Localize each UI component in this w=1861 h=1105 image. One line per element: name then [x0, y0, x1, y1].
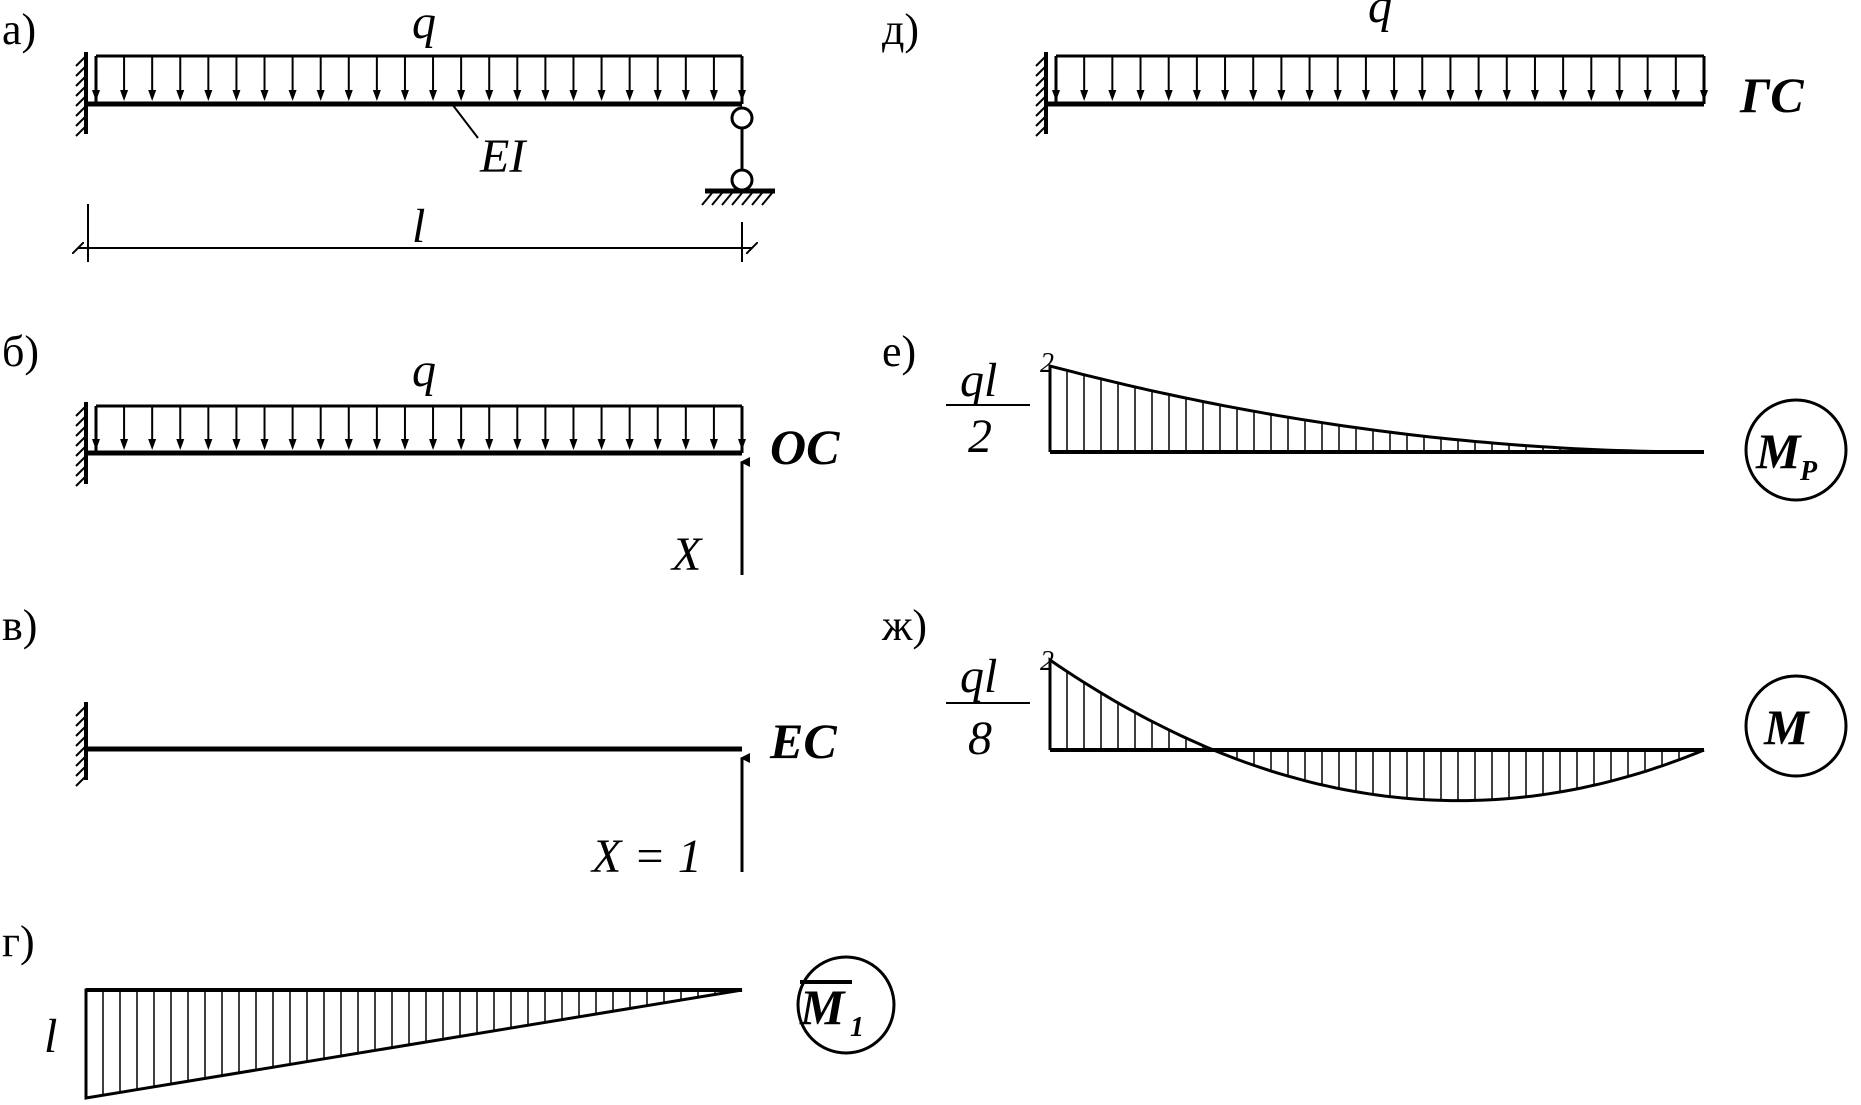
panel-g: г) l M 1 [2, 917, 896, 1100]
pin-support-a [701, 106, 775, 206]
diagram-label-e: M [1755, 423, 1802, 479]
distributed-load-d [1052, 54, 1708, 104]
system-label-d: ГС [1739, 67, 1804, 123]
force-label-b: X [670, 528, 703, 581]
wall-support-v [75, 702, 88, 787]
value-label-g: l [44, 1010, 57, 1063]
distributed-load-a [92, 54, 746, 104]
diagram-label-g: M [799, 979, 846, 1035]
panel-zh: ж) ql 2 8 M [881, 601, 1848, 803]
diagram-badge-m1: M 1 [796, 955, 896, 1055]
panel-b-label: б) [2, 327, 39, 376]
panel-g-label: г) [2, 917, 35, 966]
load-label-a: q [412, 0, 436, 49]
fraction-den-zh: 8 [968, 712, 992, 765]
fraction-den-e: 2 [968, 410, 992, 463]
fraction-exp-e: 2 [1040, 348, 1054, 379]
system-label-v: ЕС [769, 713, 837, 769]
fraction-num-e: ql [960, 354, 997, 407]
diagram-sub-g: 1 [850, 1012, 864, 1043]
panel-a: а) q EI l [2, 0, 775, 262]
wall-support-d [1035, 52, 1048, 137]
span-dimension [78, 204, 752, 262]
moment-diagram-m [1048, 657, 1705, 803]
distributed-load-b [92, 404, 746, 453]
panel-b: б) q ОС X [2, 327, 840, 581]
diagram-badge-m: M [1744, 674, 1848, 778]
stiffness-label: EI [479, 130, 527, 183]
wall-support-b [75, 402, 88, 487]
moment-diagram-mp [1048, 364, 1704, 454]
span-label: l [412, 200, 425, 253]
panel-zh-label: ж) [881, 601, 927, 650]
moment-diagram-m1 [84, 988, 743, 1100]
panel-e: е) ql 2 2 M P [882, 327, 1848, 502]
panel-v-label: в) [2, 601, 37, 650]
panel-d-label: д) [882, 5, 919, 54]
panel-e-label: е) [882, 327, 916, 376]
wall-support-a [75, 52, 88, 137]
system-label-b: ОС [770, 419, 840, 475]
panel-d: д) q ГС [882, 0, 1804, 137]
fraction-exp-zh: 2 [1040, 646, 1054, 677]
diagram-badge-mp: M P [1744, 398, 1848, 502]
panel-v: в) ЕС X = 1 [2, 601, 837, 883]
load-label-b: q [412, 344, 436, 397]
diagram-label-zh: M [1763, 699, 1810, 755]
panel-a-label: а) [2, 5, 36, 54]
fraction-num-zh: ql [960, 650, 997, 703]
stiffness-pointer [451, 103, 479, 139]
load-label-d: q [1368, 0, 1392, 33]
diagram-sub-e: P [1799, 456, 1818, 487]
force-label-v: X = 1 [590, 830, 702, 883]
